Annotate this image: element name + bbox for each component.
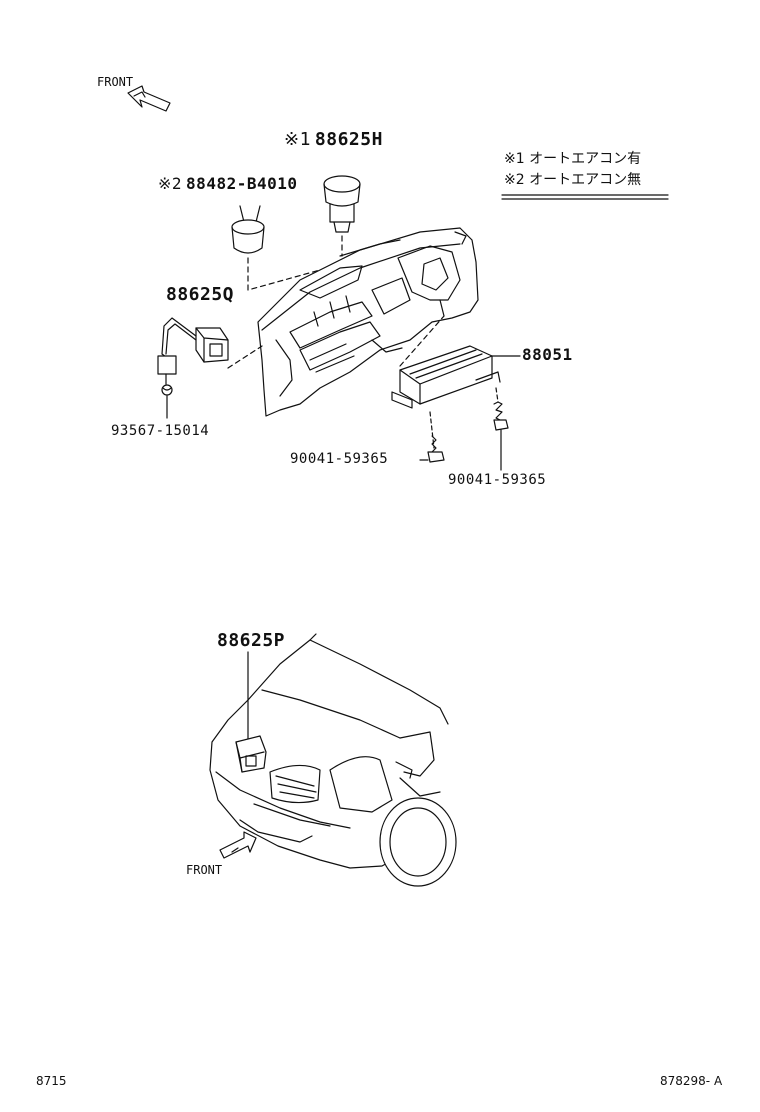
- legend-underline: [501, 194, 669, 200]
- part-number-88051: 88051: [522, 345, 573, 364]
- part-label-88625p: 88625P: [217, 632, 285, 650]
- part-mark-88625h: ※1: [284, 129, 311, 150]
- part-label-90041-left: 90041-59365: [290, 452, 388, 466]
- front-label-top: FRONT: [97, 75, 134, 89]
- part-number-88625q: 88625Q: [166, 284, 235, 305]
- sensor-88482-b4010: [231, 205, 265, 254]
- leader-88482: [247, 257, 321, 291]
- legend-item-1-mark: ※1: [504, 151, 525, 167]
- legend-item-1: ※1 オートエアコン有: [504, 149, 668, 170]
- legend-item-2-text: オートエアコン無: [529, 172, 642, 188]
- sensor-88625q: [157, 317, 229, 385]
- part-label-93567-15014: 93567-15014: [111, 424, 209, 438]
- legend-item-1-text: オートエアコン有: [529, 151, 642, 167]
- bolt-90041-right: [493, 387, 509, 471]
- leader-88625q: [227, 345, 263, 369]
- part-number-93567: 93567-15014: [111, 423, 210, 439]
- leader-88051: [399, 315, 445, 367]
- part-label-90041-right: 90041-59365: [448, 473, 546, 487]
- sensor-88625p: [235, 651, 267, 773]
- bolt-90041-left: [419, 411, 445, 463]
- part-mark-88482: ※2: [158, 174, 183, 193]
- amplifier-88051: [391, 345, 521, 409]
- legend-item-2-mark: ※2: [504, 172, 525, 188]
- footer-left-code: 8715: [36, 1074, 67, 1088]
- clip-93567: [161, 384, 173, 396]
- part-label-88625q: 88625Q: [166, 286, 234, 304]
- part-number-88625h: 88625H: [314, 129, 383, 150]
- instrument-panel: [257, 227, 479, 417]
- front-label-bottom: FRONT: [186, 863, 223, 877]
- legend: ※1 オートエアコン有 ※2 オートエアコン無: [504, 149, 668, 191]
- vehicle-front-view: [209, 633, 457, 887]
- footer-right-code: 878298- A: [660, 1074, 723, 1088]
- part-number-90041-right: 90041-59365: [448, 472, 547, 488]
- front-arrow-icon-bottom: [219, 831, 257, 859]
- sensor-88625h: [323, 175, 361, 233]
- part-number-88482: 88482-B4010: [186, 174, 298, 193]
- part-number-88625p: 88625P: [217, 630, 286, 651]
- legend-item-2: ※2 オートエアコン無: [504, 170, 668, 191]
- part-number-90041-left: 90041-59365: [290, 451, 389, 467]
- front-arrow-icon-top: [127, 85, 171, 112]
- part-label-88051: 88051: [522, 347, 573, 363]
